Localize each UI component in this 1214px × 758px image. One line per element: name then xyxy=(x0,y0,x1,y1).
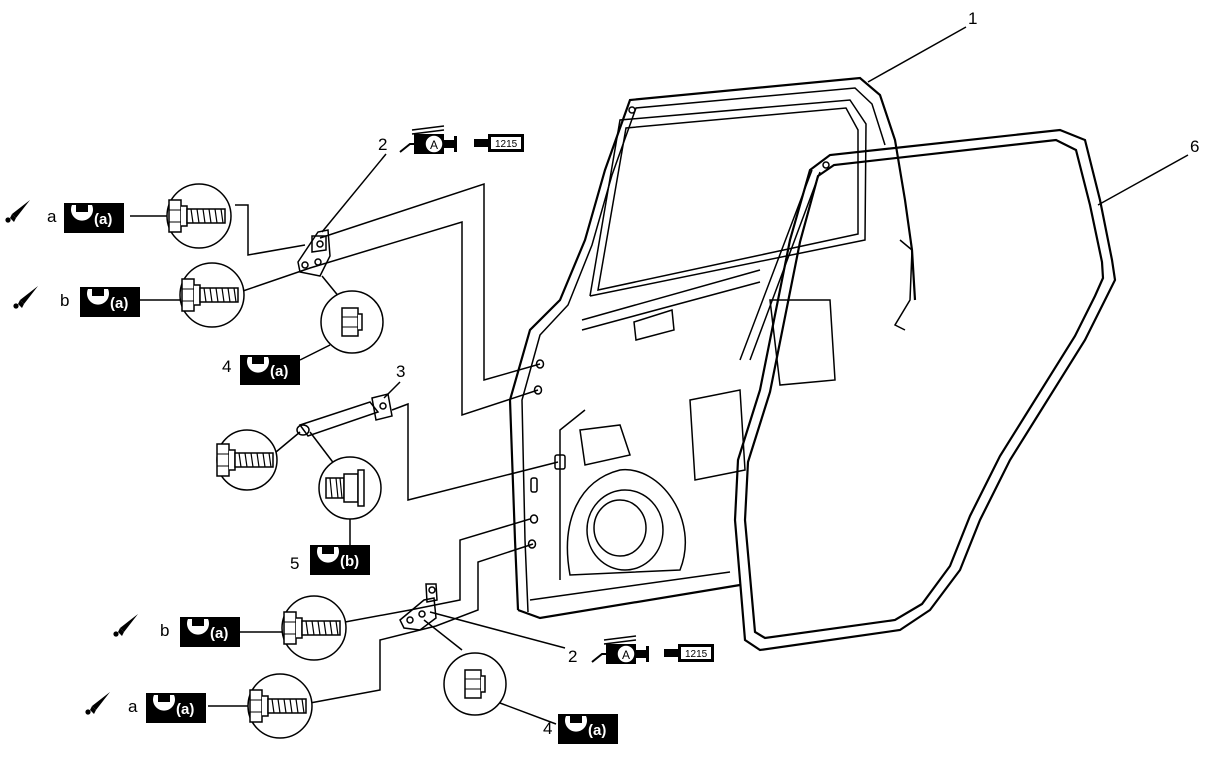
brush-icon-upper-b xyxy=(13,286,38,309)
letter-upper-a: a xyxy=(47,207,57,226)
letter-lower-a: a xyxy=(128,697,138,716)
leader-weatherstrip xyxy=(1097,154,1189,206)
callout-2-upper: 2 xyxy=(378,135,387,154)
callout-4-upper: 4 xyxy=(222,357,231,376)
torque-badge-lower-b: (a) xyxy=(180,617,240,647)
sealant-gun-icon-lower: A xyxy=(591,635,649,664)
torque-badge-lower-nut: (a) xyxy=(558,714,618,744)
lower-hinge-body-leader xyxy=(429,611,566,649)
letter-lower-b: b xyxy=(160,621,169,640)
door-check-link xyxy=(296,393,393,437)
callout-1: 1 xyxy=(968,9,977,28)
torque-badge-upper-b: (a) xyxy=(80,287,140,317)
torque-badge-upper-nut: (a) xyxy=(240,355,300,385)
torque-badge-lower-a: (a) xyxy=(146,693,206,723)
callout-4-lower: 4 xyxy=(543,719,552,738)
callout-6: 6 xyxy=(1190,137,1199,156)
lower-hinge xyxy=(399,583,438,631)
upper-hinge-bolt-a-leader xyxy=(235,204,306,256)
svg-text:(b): (b) xyxy=(340,553,359,570)
brush-icon-upper-a xyxy=(5,200,31,223)
bond-tube-icon-lower: 1215 xyxy=(664,644,714,662)
upper-hinge-bolt-b-leader xyxy=(239,220,539,417)
svg-text:(a): (a) xyxy=(176,701,194,718)
brush-icon-lower-a xyxy=(85,692,110,715)
svg-text:A: A xyxy=(622,648,630,662)
rear-door-panel xyxy=(508,76,917,620)
svg-text:1215: 1215 xyxy=(495,139,518,150)
lower-hinge-bolt-a-leader xyxy=(309,543,534,704)
leader-door xyxy=(867,26,967,83)
callout-3: 3 xyxy=(396,362,405,381)
svg-text:(a): (a) xyxy=(94,211,112,228)
letter-upper-b: b xyxy=(60,291,69,310)
svg-text:(a): (a) xyxy=(270,363,288,380)
flange-nut-icon xyxy=(325,469,365,507)
callout-2-lower: 2 xyxy=(568,647,577,666)
sealant-gun-icon-upper: A xyxy=(399,125,457,154)
svg-text:(a): (a) xyxy=(210,625,228,642)
svg-text:(a): (a) xyxy=(110,295,128,312)
torque-badge-check-nut: (b) xyxy=(310,545,370,575)
upper-hinge-body-leader xyxy=(319,182,541,381)
svg-text:A: A xyxy=(430,138,438,152)
door-weatherstrip xyxy=(733,128,1117,652)
torque-badge-upper-a: (a) xyxy=(64,203,124,233)
bond-tube-icon-upper: 1215 xyxy=(474,134,524,152)
lower-hinge-bolt-b-leader xyxy=(344,518,531,623)
brush-icon-lower-b xyxy=(113,614,138,637)
callout-5: 5 xyxy=(290,554,299,573)
svg-text:(a): (a) xyxy=(588,722,606,739)
check-link-leader xyxy=(391,402,559,501)
svg-text:1215: 1215 xyxy=(685,649,708,660)
